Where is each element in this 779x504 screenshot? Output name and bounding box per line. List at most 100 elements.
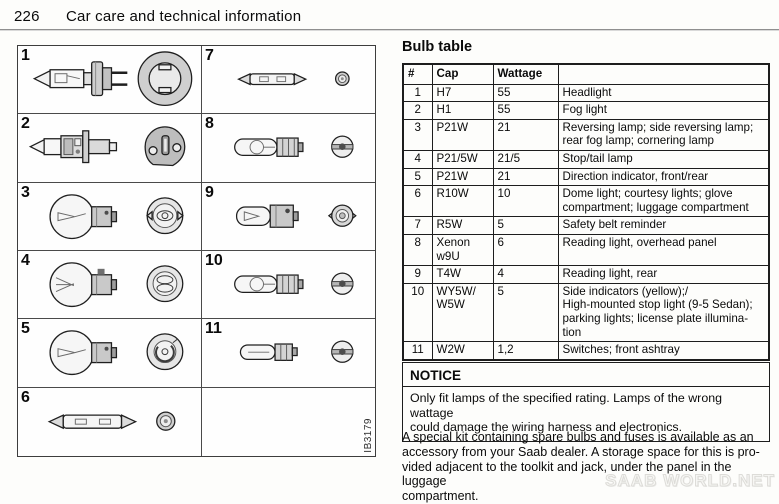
bulb-figure-panel: 1 2 3 4 — [17, 45, 376, 457]
figure-cell-10: 10 — [202, 251, 375, 320]
cell-num: 11 — [402, 341, 433, 361]
cell-cap: R5W — [431, 216, 494, 235]
page-number: 226 — [14, 8, 40, 25]
figure-cell-11: 11 — [202, 319, 375, 388]
figure-cell-3: 3 — [18, 182, 202, 251]
cell-use: Switches; front ashtray — [557, 341, 770, 361]
notice-body: Only fit lamps of the specified rating. … — [410, 391, 722, 435]
figure-number: 10 — [205, 252, 223, 269]
cell-use: Reading light, overhead panel — [557, 233, 770, 267]
cell-cap: H7 — [431, 83, 494, 103]
cell-use: Direction indicator, front/rear — [557, 167, 770, 187]
figure-number: 5 — [21, 320, 30, 338]
cell-wattage: 5 — [492, 216, 559, 235]
figure-cell-7: 7 — [202, 46, 375, 115]
figure-number: 3 — [21, 183, 30, 201]
bulb-illustration-festoon-small-icon — [202, 46, 375, 113]
figure-number: 1 — [21, 47, 30, 64]
cell-num: 6 — [402, 185, 433, 218]
bulb-illustration-wedge-small-icon — [202, 319, 375, 386]
figure-cell-2: 2 — [18, 114, 202, 183]
figure-number: 6 — [21, 388, 30, 406]
bulb-illustration-ball-bayonet-icon — [18, 183, 201, 250]
cell-cap: Xenon w9U — [431, 233, 494, 267]
figure-cell-5: 5 — [18, 319, 202, 388]
figure-number: 7 — [205, 47, 214, 64]
cell-wattage: 6 — [492, 233, 559, 267]
column-header-num: # — [402, 63, 433, 85]
cell-cap: P21/5W — [431, 149, 494, 169]
figure-cell-9: 9 — [202, 183, 375, 251]
cell-use: Headlight — [557, 83, 770, 103]
cell-num: 4 — [402, 149, 433, 169]
notice-box: NOTICE Only fit lamps of the specified r… — [402, 362, 770, 442]
bulb-illustration-h7-halogen-icon — [18, 46, 201, 113]
cell-cap: H1 — [431, 101, 494, 120]
cell-use: Dome light; courtesy lights; glove compa… — [557, 185, 770, 218]
bulb-illustration-tube-bayonet-icon — [202, 183, 375, 250]
cell-use: Fog light — [557, 101, 770, 120]
figure-number: 2 — [21, 115, 30, 133]
figure-cell-4: 4 — [18, 251, 202, 320]
cell-wattage: 1,2 — [492, 341, 559, 361]
figure-cell-1: 1 — [18, 46, 202, 115]
cell-wattage: 5 — [492, 282, 559, 343]
cell-num: 8 — [402, 233, 433, 267]
figure-number: 4 — [21, 252, 30, 269]
column-header-wattage: Wattage — [492, 63, 559, 85]
cell-use: Reversing lamp; side reversing lamp; rea… — [557, 118, 770, 151]
bulb-table-heading: Bulb table — [402, 39, 473, 55]
header-rule — [0, 29, 779, 31]
cell-wattage: 21/5 — [492, 149, 559, 169]
cell-cap: P21W — [431, 167, 494, 187]
column-header-use — [557, 63, 770, 85]
figure-cell-8: 8 — [202, 114, 375, 183]
empty-area — [202, 388, 375, 456]
figure-cell-empty: IB3179 — [202, 388, 375, 456]
cell-wattage: 21 — [492, 167, 559, 187]
cell-cap: W2W — [431, 341, 494, 361]
cell-wattage: 10 — [492, 185, 559, 218]
cell-wattage: 21 — [492, 118, 559, 151]
manual-page: { "page": { "number": "226", "title": "C… — [0, 8, 779, 504]
cell-use: Reading light, rear — [557, 265, 770, 284]
cell-wattage: 55 — [492, 101, 559, 120]
bulb-illustration-wedge-icon — [202, 114, 375, 181]
site-watermark: SAAB WORLD.NET — [605, 471, 775, 491]
figure-number: 8 — [205, 115, 214, 133]
cell-cap: P21W — [431, 118, 494, 151]
cell-num: 1 — [402, 83, 433, 103]
cell-num: 10 — [402, 282, 433, 343]
cell-num: 9 — [402, 265, 433, 284]
cell-use: Safety belt reminder — [557, 216, 770, 235]
cell-cap: WY5W/ W5W — [431, 282, 494, 343]
bulb-illustration-h1-halogen-icon — [18, 114, 201, 181]
footer-paragraph: A special kit containing spare bulbs and… — [402, 430, 760, 504]
column-header-cap: Cap — [431, 63, 494, 85]
cell-use: Stop/tail lamp — [557, 149, 770, 169]
bulb-illustration-wedge-icon — [202, 251, 375, 318]
page-title: Car care and technical information — [66, 8, 302, 25]
bulb-illustration-festoon-icon — [18, 388, 201, 456]
figure-number: 11 — [205, 320, 222, 338]
cell-num: 7 — [402, 216, 433, 235]
cell-num: 5 — [402, 167, 433, 187]
cell-wattage: 4 — [492, 265, 559, 284]
cell-cap: T4W — [431, 265, 494, 284]
figure-cell-6: 6 — [18, 387, 202, 456]
